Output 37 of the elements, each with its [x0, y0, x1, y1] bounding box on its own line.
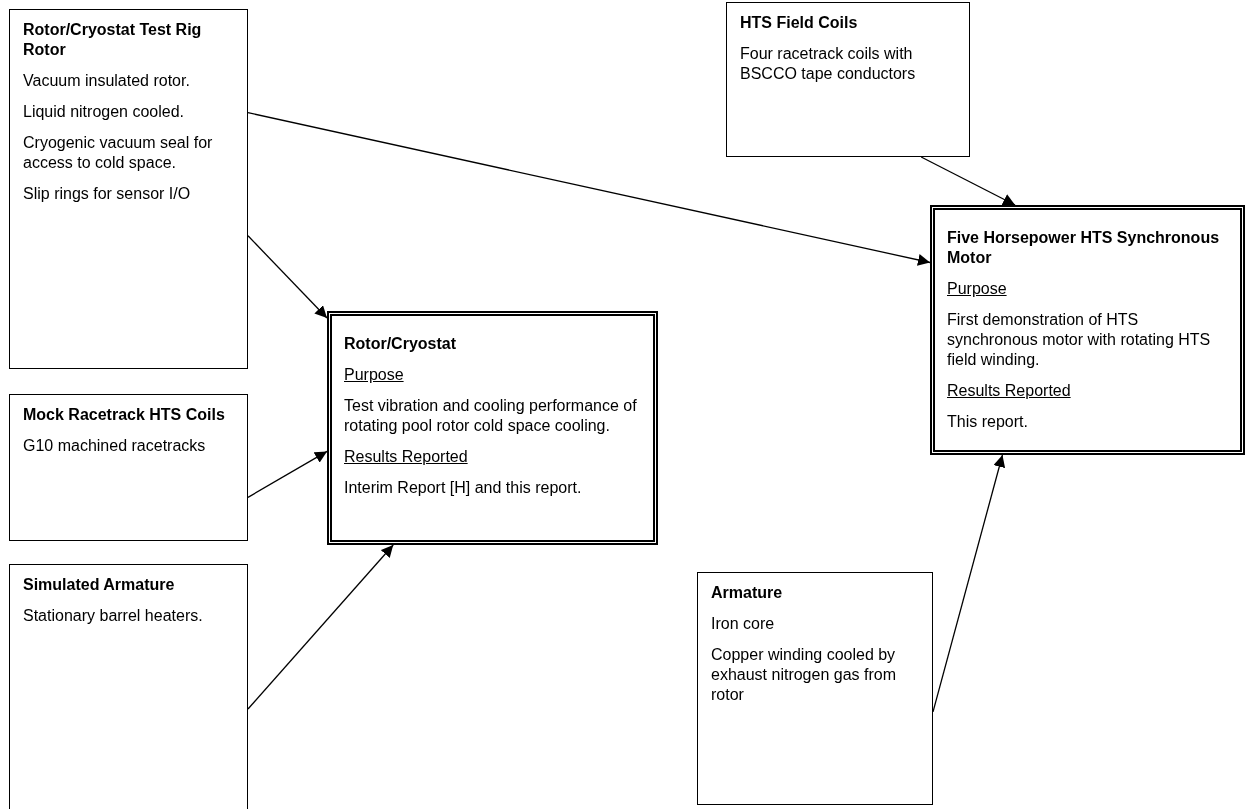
node-heading: Armature [711, 583, 784, 603]
section-heading: Results Reported [344, 447, 469, 467]
arrow [247, 112, 931, 266]
node-text: Cryogenic vacuum seal for access to cold space. [23, 133, 214, 173]
node-heading: Mock Racetrack HTS Coils [23, 405, 226, 425]
arrow [932, 454, 1006, 713]
node-text: Stationary barrel heaters. [23, 606, 204, 626]
text-box [930, 205, 1245, 455]
arrow [247, 235, 328, 319]
node-heading: Simulated Armature [23, 575, 176, 595]
text-box [726, 2, 970, 157]
text-box [9, 9, 248, 369]
node-heading: Rotor/Cryostat Test Rig Rotor [23, 20, 203, 60]
node-text: Test vibration and cooling performance of rotating pool rotor cold space cooling. [344, 396, 638, 436]
text-box [697, 572, 933, 805]
section-heading: Purpose [344, 365, 405, 385]
arrow [247, 544, 394, 710]
node-text: G10 machined racetracks [23, 436, 207, 456]
node-heading: Rotor/Cryostat [344, 334, 457, 354]
node-text: Vacuum insulated rotor. [23, 71, 191, 91]
node-heading: Five Horsepower HTS Synchronous Motor [947, 228, 1221, 268]
node-text: First demonstration of HTS synchronous motor with rotating HTS field winding. [947, 310, 1212, 370]
node-text: This report. [947, 412, 1029, 432]
section-heading: Results Reported [947, 381, 1072, 401]
node-heading: HTS Field Coils [740, 13, 859, 33]
arrow [920, 156, 1016, 206]
text-box [327, 311, 658, 545]
text-box [9, 564, 248, 809]
node-text: Copper winding cooled by exhaust nitrogen gas from rotor [711, 645, 897, 705]
node-text: Interim Report [H] and this report. [344, 478, 583, 498]
node-text: Iron core [711, 614, 776, 634]
node-text: Slip rings for sensor I/O [23, 184, 192, 204]
arrow [247, 450, 328, 498]
node-text: Four racetrack coils with BSCCO tape conductors [740, 44, 917, 84]
section-heading: Purpose [947, 279, 1008, 299]
node-text: Liquid nitrogen cooled. [23, 102, 185, 122]
text-box [9, 394, 248, 541]
